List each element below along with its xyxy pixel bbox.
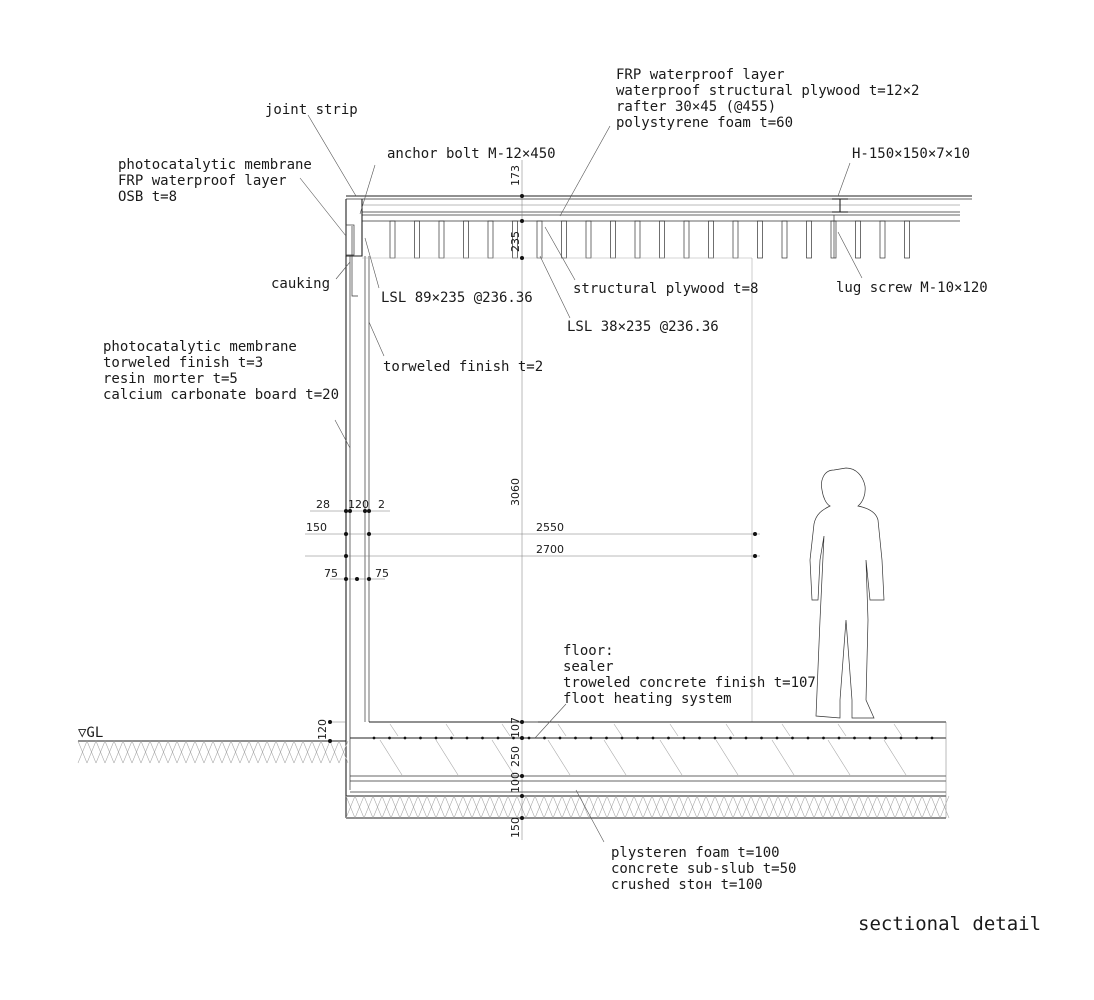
dim-120-horizontal: 120: [348, 498, 369, 511]
roof-assembly: [345, 195, 972, 297]
dim-235: 235: [509, 231, 522, 252]
h-beam: [832, 198, 848, 213]
label-anchor-bolt: anchor bolt M-12×450: [387, 146, 556, 162]
label-cauking: cauking: [271, 276, 330, 292]
label-roof-frp: FRP waterproof layer: [616, 67, 785, 83]
label-wall-board: calcium carbonate board t=20: [103, 387, 339, 403]
dim-173: 173: [509, 165, 522, 186]
label-lsl-89: LSL 89×235 @236.36: [381, 290, 533, 306]
dim-28: 28: [316, 498, 330, 511]
label-base-stone: crushed stoн t=100: [611, 877, 763, 893]
crushed-stone-hatch: [345, 795, 950, 819]
slab-diagonal-hatch: [379, 723, 907, 776]
leader-lines: [299, 114, 863, 843]
dim-150-vertical: 150: [509, 817, 522, 838]
dim-2550: 2550: [536, 521, 564, 534]
label-wall-resin: resin morter t=5: [103, 371, 238, 387]
label-wall-membrane: photocatalytic membrane: [103, 339, 297, 355]
vertical-dimension-chain: [520, 160, 538, 840]
dim-100: 100: [509, 772, 522, 793]
label-base-subslab: concrete sub-slub t=50: [611, 861, 796, 877]
label-h-beam: H-150×150×7×10: [852, 146, 970, 162]
dim-2: 2: [378, 498, 385, 511]
dim-3060: 3060: [509, 478, 522, 506]
label-floor-sealer: sealer: [563, 659, 614, 675]
label-structural-plywood: structural plywood t=8: [573, 281, 758, 297]
label-eave-frp: FRP waterproof layer: [118, 173, 287, 189]
wall-assembly: [345, 256, 753, 818]
scale-human-figure: [809, 467, 885, 719]
label-inner-torweled: torweled finish t=2: [383, 359, 543, 375]
floor-assembly: [345, 721, 950, 819]
dimension-values: 173 235 3060 107 250 100 150 120 28 120 …: [306, 165, 564, 838]
roof-joists: [389, 220, 910, 259]
label-eave-membrane: photocatalytic membrane: [118, 157, 312, 173]
label-roof-plywood: waterproof structural plywood t=12×2: [616, 83, 919, 99]
label-floor-heating: floot heating system: [563, 691, 732, 707]
label-roof-foam: polystyrene foam t=60: [616, 115, 793, 131]
label-wall-torweled: torweled finish t=3: [103, 355, 263, 371]
label-ground-level: ▽GL: [78, 725, 103, 741]
dim-150-horizontal: 150: [306, 521, 327, 534]
ground-line: [77, 740, 349, 764]
label-floor-concrete: troweled concrete finish t=107: [563, 675, 816, 691]
drawing-title: sectional detail: [858, 913, 1041, 935]
label-eave-osb: OSB t=8: [118, 189, 177, 205]
dim-75-right: 75: [375, 567, 389, 580]
label-base-foam: plysteren foam t=100: [611, 845, 780, 861]
dim-2700: 2700: [536, 543, 564, 556]
label-joint-strip: joint strip: [265, 102, 358, 118]
label-lug-screw: lug screw M-10×120: [836, 280, 988, 296]
label-lsl-38: LSL 38×235 @236.36: [567, 319, 719, 335]
annotation-labels: joint strip FRP waterproof layer waterpr…: [78, 67, 1041, 935]
dim-107: 107: [509, 717, 522, 738]
dim-75-left: 75: [324, 567, 338, 580]
dim-250: 250: [509, 746, 522, 767]
label-floor: floor:: [563, 643, 614, 659]
dim-120-vertical: 120: [316, 719, 329, 740]
label-roof-rafter: rafter 30×45 (@455): [616, 99, 776, 115]
floor-heating-pipes: [372, 736, 934, 740]
horizontal-dimensions: [305, 509, 760, 743]
